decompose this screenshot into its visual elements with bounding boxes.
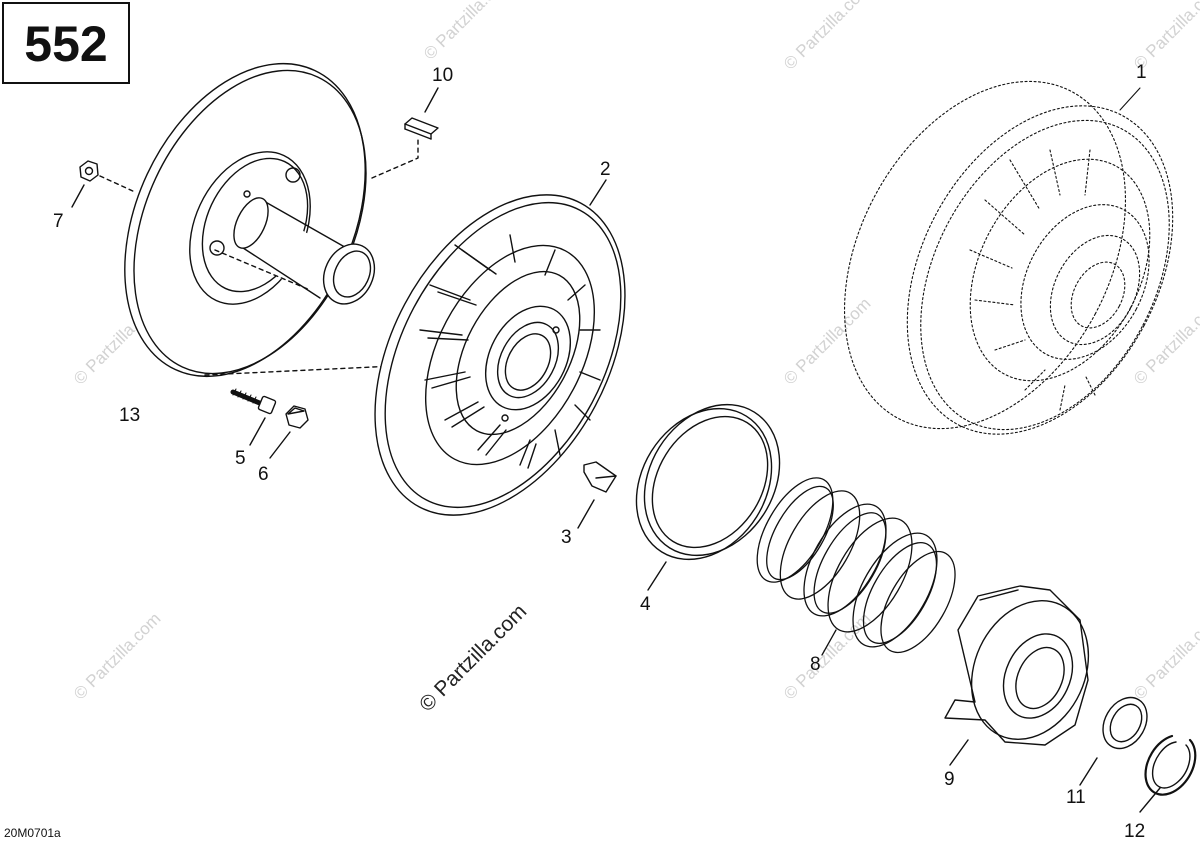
movable-sheave-part-2 — [374, 179, 626, 516]
callout-3: 3 — [561, 527, 572, 548]
spring-part-8 — [756, 477, 956, 656]
callout-1: 1 — [1136, 62, 1147, 83]
callout-5: 5 — [235, 448, 246, 469]
cam-part-9 — [944, 585, 1090, 766]
callout-2: 2 — [600, 159, 611, 180]
callout-10: 10 — [432, 65, 454, 86]
callout-9: 9 — [944, 769, 955, 790]
callout-4: 4 — [640, 594, 651, 615]
callout-12: 12 — [1124, 821, 1146, 842]
screw-part-5 — [230, 388, 277, 446]
figure-code: 20M0701a — [4, 826, 61, 840]
callout-6: 6 — [258, 464, 269, 485]
callout-7: 7 — [53, 211, 64, 232]
ring-part-4 — [635, 403, 781, 591]
callout-8: 8 — [810, 654, 821, 675]
slider-button-part-3 — [577, 461, 617, 529]
retaining-ring-part-12 — [1139, 734, 1197, 813]
callout-13: 13 — [119, 405, 141, 426]
washer-part-11 — [1079, 696, 1148, 786]
key-part-10 — [404, 87, 439, 140]
nut-part-7 — [71, 160, 99, 208]
callout-11: 11 — [1066, 787, 1086, 808]
nut-part-6 — [269, 405, 309, 459]
page-number: 552 — [2, 2, 130, 84]
fixed-sheave-part-13 — [99, 62, 419, 378]
driven-pulley-assembly-part-1 — [844, 80, 1174, 435]
